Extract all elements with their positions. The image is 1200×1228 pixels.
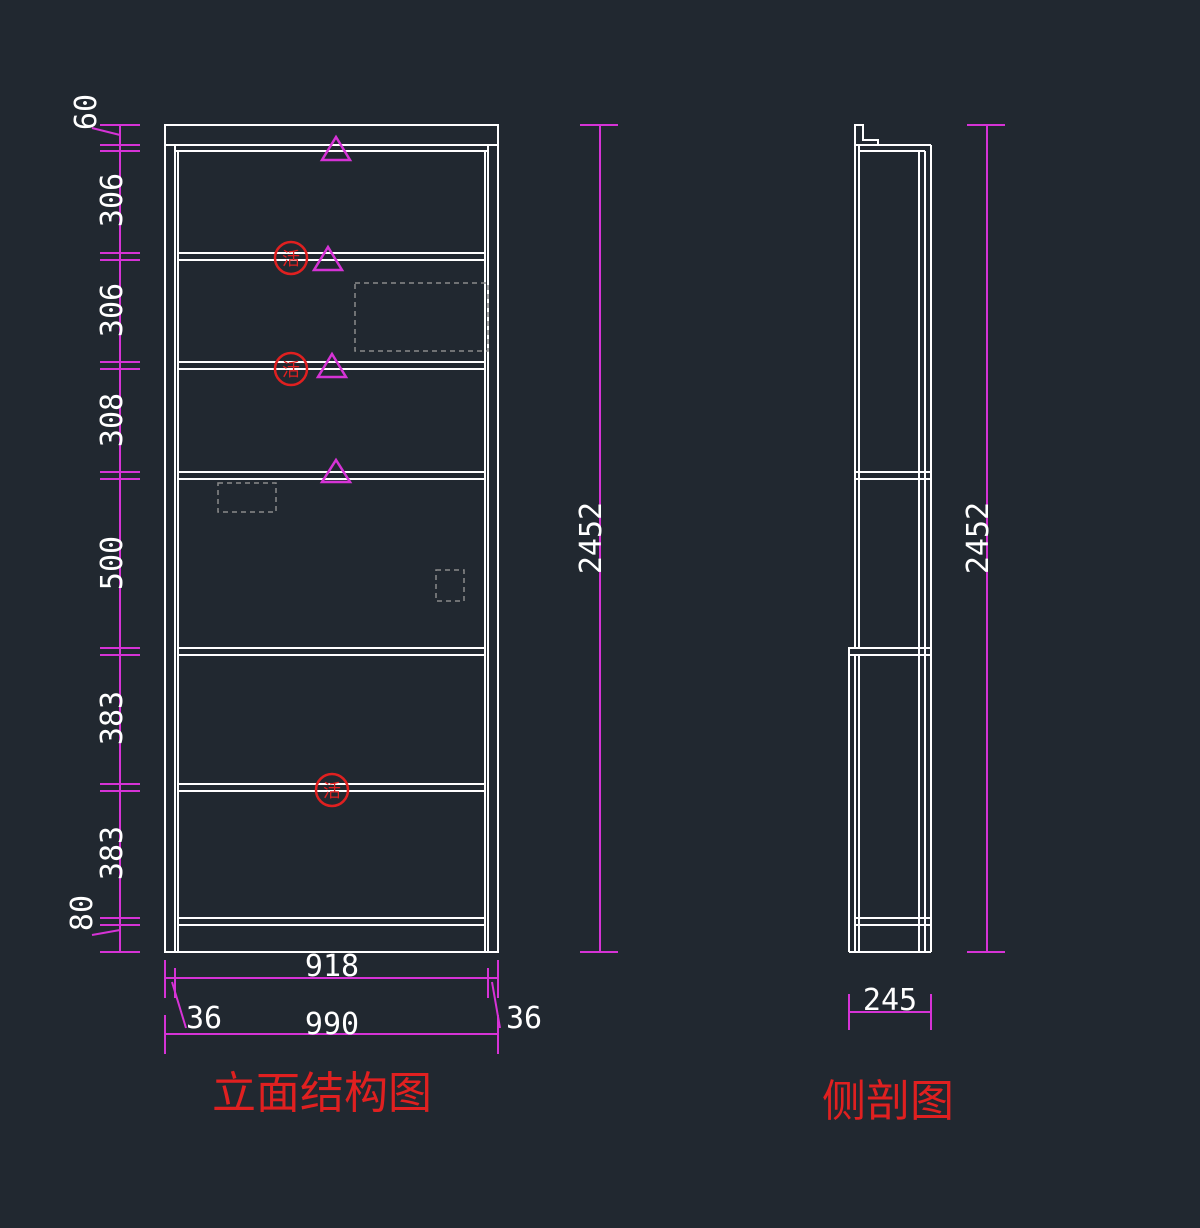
triangle-marker-icon	[315, 351, 349, 379]
dim-text-383-a: 383	[95, 691, 130, 745]
side-depth-dimension	[848, 994, 932, 1030]
top-cap	[854, 124, 879, 145]
side-height-text: 2452	[961, 502, 996, 574]
triangle-markers	[311, 134, 353, 484]
elevation-width-dimensions	[164, 960, 501, 1054]
left-dimension-chain	[91, 124, 140, 953]
side-thickness-right-text: 36	[506, 1001, 542, 1036]
dim-text-306-a: 306	[95, 173, 130, 227]
dim-text-308: 308	[95, 393, 130, 447]
seal-text: 活	[282, 249, 300, 270]
dim-text-306-b: 306	[95, 283, 130, 337]
side-thickness-left-text: 36	[186, 1001, 222, 1036]
seal-text: 活	[282, 360, 300, 381]
side-height-dimension	[967, 124, 1005, 953]
dim-text-383-b: 383	[95, 826, 130, 880]
side-depth-text: 245	[863, 983, 917, 1018]
hidden-box-2	[217, 482, 277, 513]
seal-marker-icon: 活	[273, 351, 309, 387]
shelves	[177, 252, 486, 926]
dim-text-500: 500	[95, 536, 130, 590]
left-dimension-texts: 60 306 306 308 500 383 383 80	[65, 94, 130, 931]
dim-leader	[91, 127, 121, 136]
total-width-text: 990	[305, 1007, 359, 1042]
seal-marker-icon: 活	[314, 772, 350, 808]
cabinet-outer-frame	[164, 124, 499, 953]
triangle-marker-icon	[319, 134, 353, 162]
shelf-3	[177, 471, 486, 480]
side-section-view	[848, 124, 932, 953]
shelf-5	[177, 783, 486, 792]
elevation-view	[164, 124, 499, 953]
hidden-lines	[217, 282, 489, 602]
dim-leader	[91, 929, 121, 936]
side-shelf-1	[854, 471, 932, 480]
seal-markers: 活 活 活	[273, 240, 350, 808]
side-bottom-shelf	[854, 917, 932, 926]
dim-text-80: 80	[65, 895, 100, 931]
elevation-title: 立面结构图	[212, 1068, 432, 1119]
inner-width-text: 918	[305, 949, 359, 984]
hidden-box-3	[435, 569, 465, 602]
shelf-2	[177, 361, 486, 370]
dim-text-60: 60	[69, 94, 104, 130]
bottom-shelf	[177, 917, 486, 926]
side-section-title: 侧剖图	[822, 1076, 954, 1127]
dim-leader	[171, 981, 187, 1029]
triangle-marker-icon	[319, 457, 353, 484]
triangle-marker-icon	[311, 244, 345, 272]
elevation-height-dimension	[580, 124, 618, 953]
seal-text: 活	[323, 781, 341, 802]
shelf-4	[177, 647, 486, 656]
elevation-height-text: 2452	[574, 502, 609, 574]
hidden-box-1	[354, 282, 489, 352]
seal-marker-icon: 活	[273, 240, 309, 276]
